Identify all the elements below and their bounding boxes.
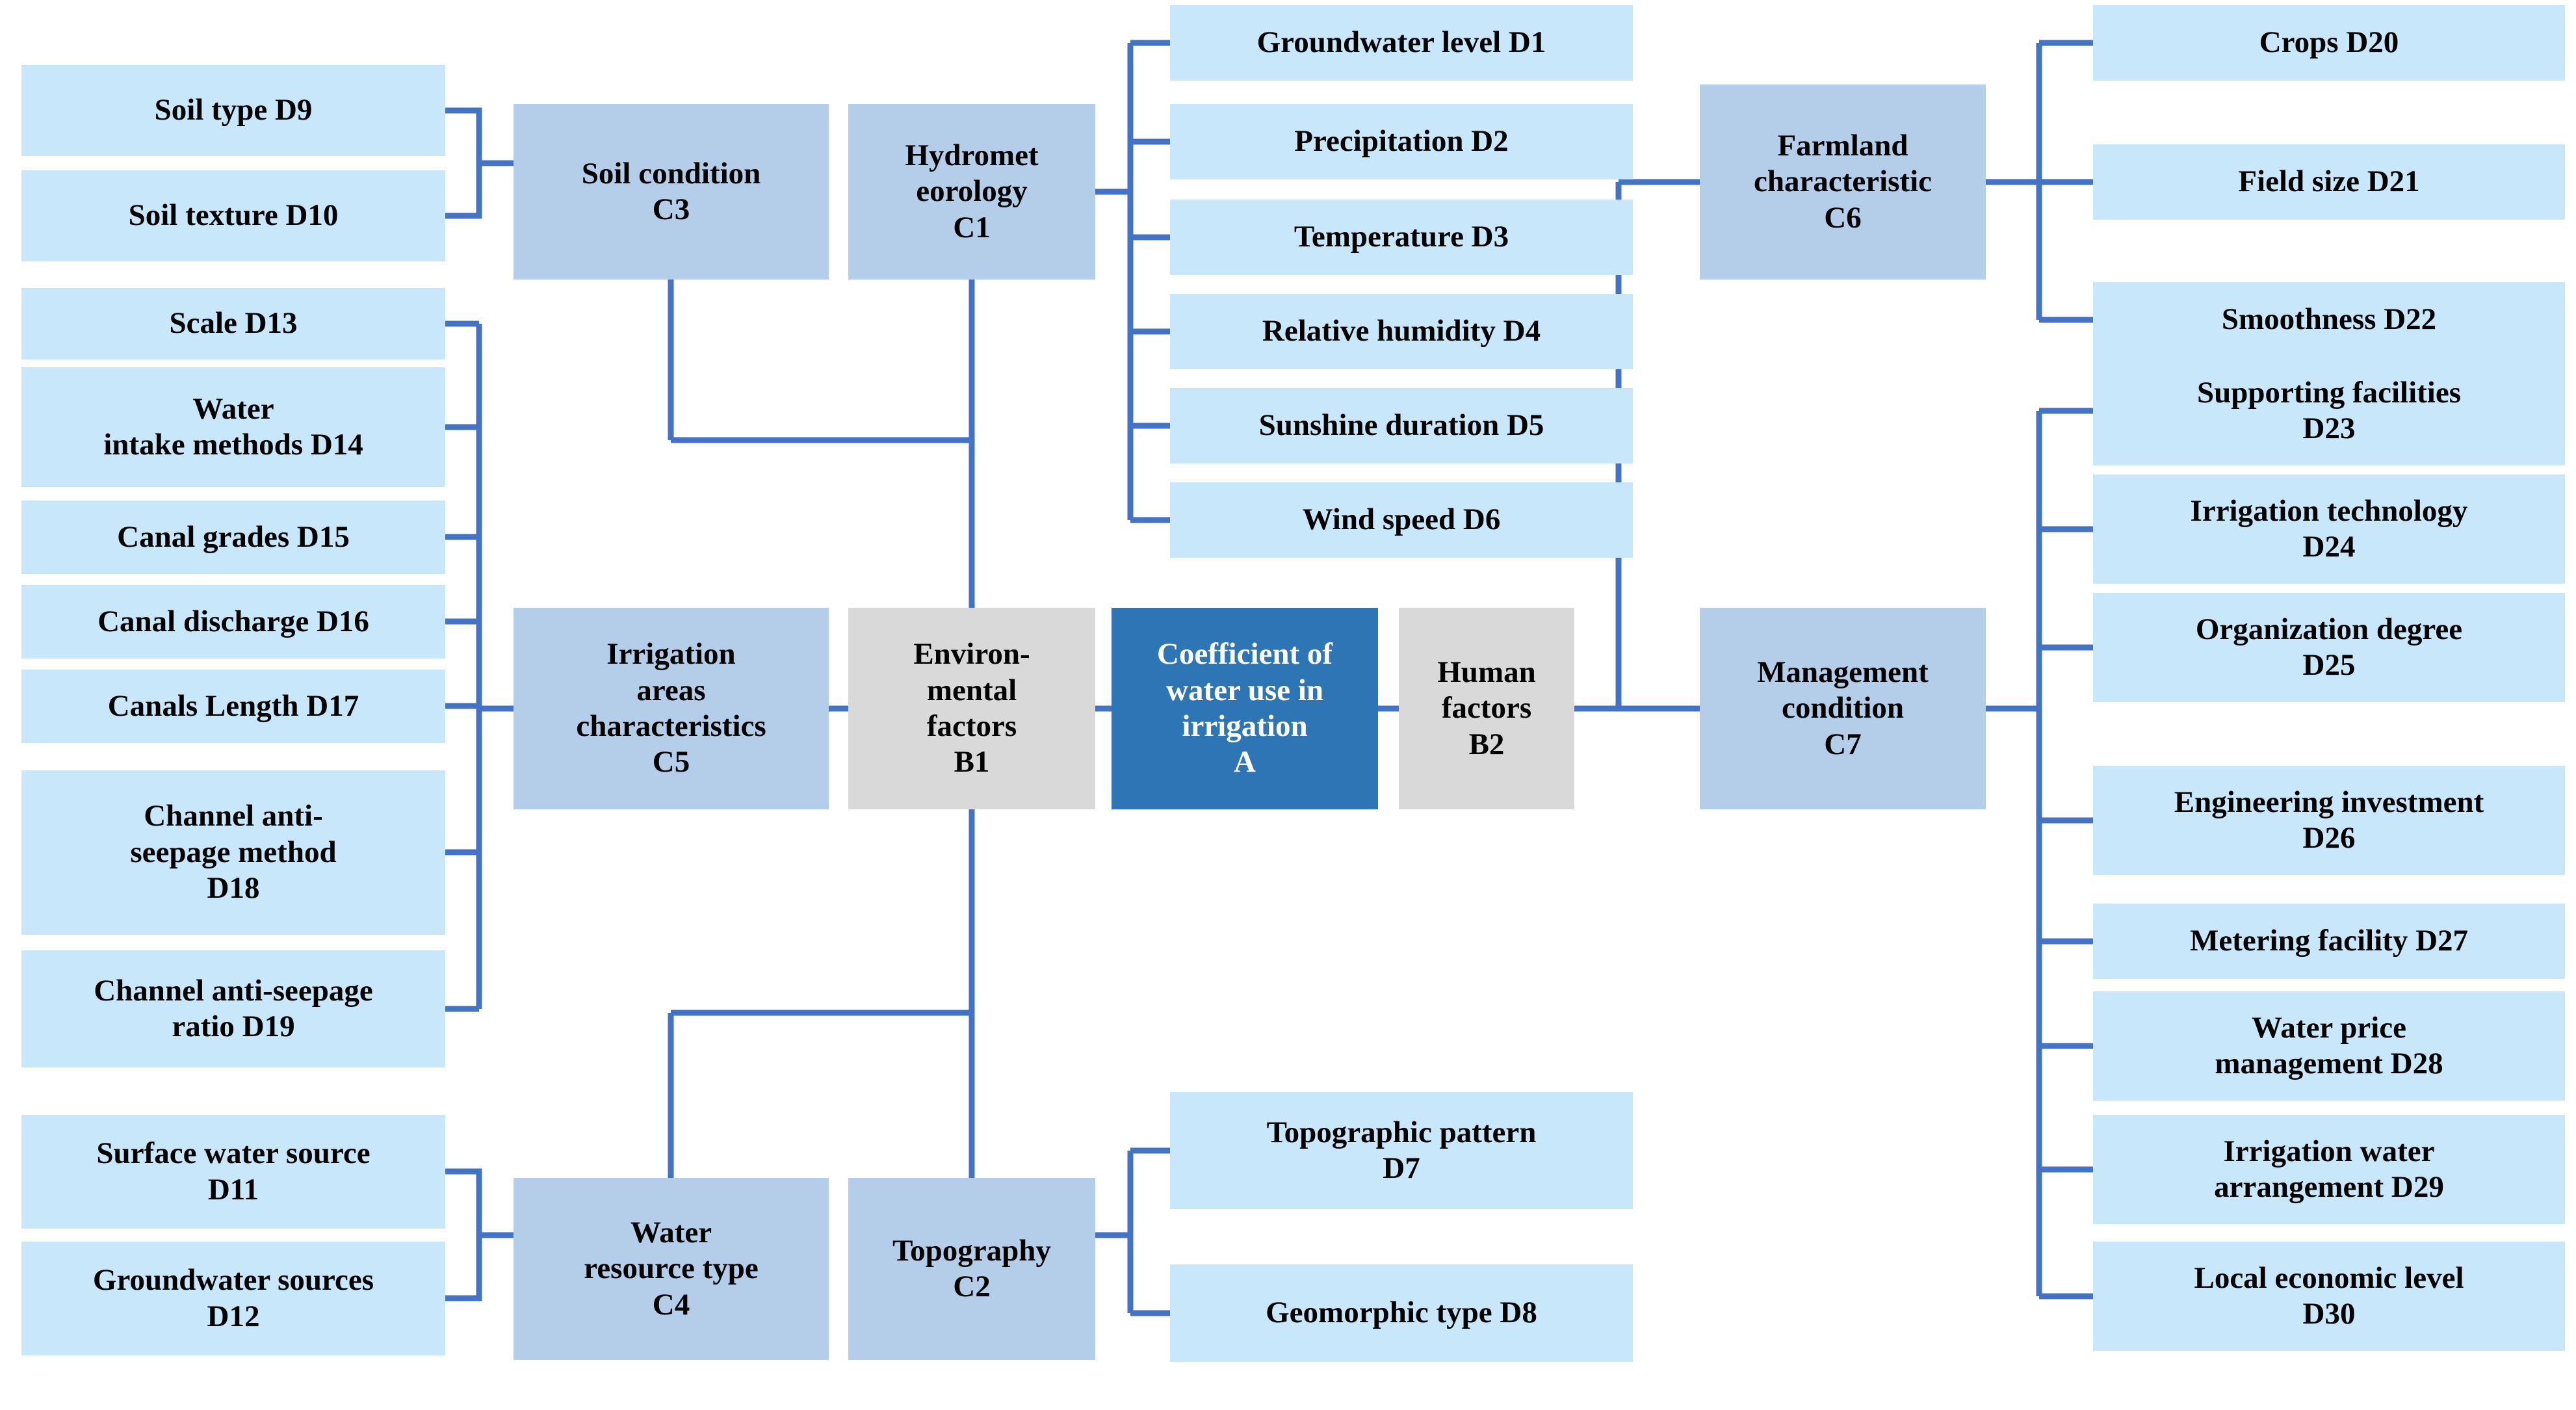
node-d4[interactable]: Relative humidity D4 [1170, 294, 1633, 369]
node-d27[interactable]: Metering facility D27 [2093, 904, 2565, 979]
node-d17[interactable]: Canals Length D17 [21, 670, 445, 743]
node-label-d10: Soil texture D10 [128, 198, 339, 233]
node-label-d5: Sunshine duration D5 [1258, 408, 1544, 443]
node-d1[interactable]: Groundwater level D1 [1170, 5, 1633, 81]
node-label-d17: Canals Length D17 [107, 688, 359, 723]
node-label-d1: Groundwater level D1 [1256, 25, 1546, 60]
node-label-d15: Canal grades D15 [117, 519, 350, 554]
node-label-d3: Temperature D3 [1294, 220, 1509, 254]
node-d8[interactable]: Geomorphic type D8 [1170, 1264, 1633, 1362]
node-d13[interactable]: Scale D13 [21, 288, 445, 359]
node-d2[interactable]: Precipitation D2 [1170, 104, 1633, 179]
node-label-d6: Wind speed D6 [1302, 503, 1501, 537]
node-d10[interactable]: Soil texture D10 [21, 170, 445, 261]
node-label-d9: Soil type D9 [154, 93, 313, 127]
node-label-d20: Crops D20 [2259, 25, 2399, 60]
node-label-d13: Scale D13 [169, 306, 298, 341]
node-d5[interactable]: Sunshine duration D5 [1170, 388, 1633, 463]
node-label-d21: Field size D21 [2238, 164, 2420, 199]
node-d9[interactable]: Soil type D9 [21, 65, 445, 156]
node-d22[interactable]: Smoothness D22 [2093, 282, 2565, 358]
node-label-d8: Geomorphic type D8 [1266, 1296, 1537, 1330]
node-d3[interactable]: Temperature D3 [1170, 200, 1633, 275]
node-label-d16: Canal discharge D16 [98, 604, 369, 638]
node-d21[interactable]: Field size D21 [2093, 144, 2565, 220]
node-d20[interactable]: Crops D20 [2093, 5, 2565, 81]
connector-soil-group-spine [445, 107, 482, 219]
node-label-d4: Relative humidity D4 [1262, 314, 1541, 348]
node-label-d2: Precipitation D2 [1294, 124, 1509, 159]
node-d6[interactable]: Wind speed D6 [1170, 482, 1633, 558]
node-d15[interactable]: Canal grades D15 [21, 501, 445, 574]
connector-water-group-spine [445, 1168, 482, 1301]
node-d16[interactable]: Canal discharge D16 [21, 585, 445, 659]
node-label-d27: Metering facility D27 [2189, 924, 2469, 958]
node-label-d22: Smoothness D22 [2221, 302, 2437, 337]
